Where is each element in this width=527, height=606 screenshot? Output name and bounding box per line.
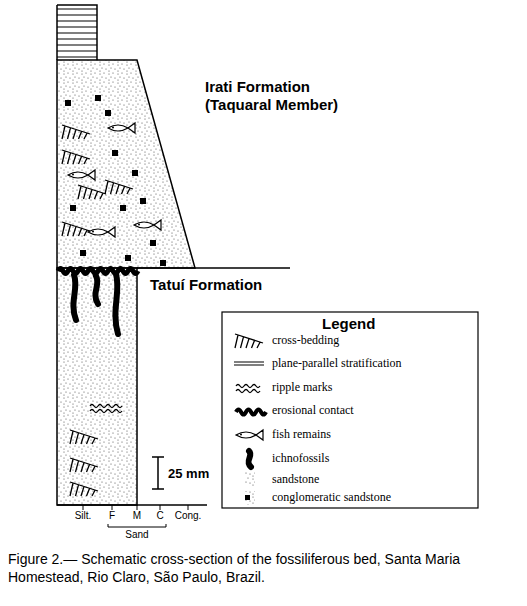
- legend-entry: conglomeratic sandstone: [272, 490, 391, 504]
- axis-group-label: Sand: [125, 529, 148, 540]
- legend-entry: erosional contact: [272, 403, 354, 417]
- axis-label: Silt.: [75, 510, 92, 521]
- legend-entry: ichnofossils: [272, 451, 329, 465]
- legend-box: [222, 312, 478, 508]
- column-symbols: [58, 95, 166, 496]
- legend-entry: fish remains: [272, 427, 331, 441]
- grain-size-axis: [57, 505, 207, 527]
- scale-bar: [152, 457, 164, 489]
- axis-label: F: [109, 510, 115, 521]
- legend-entry: plane-parallel stratification: [272, 356, 402, 370]
- axis-label: Cong.: [175, 510, 202, 521]
- legend-entry: sandstone: [272, 472, 319, 486]
- legend-entry: cross-bedding: [272, 333, 339, 347]
- axis-label: C: [156, 510, 163, 521]
- formation-label: Irati Formation (Taquaral Member): [205, 78, 355, 114]
- scale-label: 25 mm: [168, 465, 209, 483]
- formation-label: Tatuí Formation: [150, 276, 262, 294]
- figure-caption: Figure 2.— Schematic cross-section of th…: [8, 550, 513, 586]
- axis-label: M: [133, 510, 141, 521]
- legend-heading: Legend: [322, 315, 375, 333]
- legend-entry: ripple marks: [272, 380, 332, 394]
